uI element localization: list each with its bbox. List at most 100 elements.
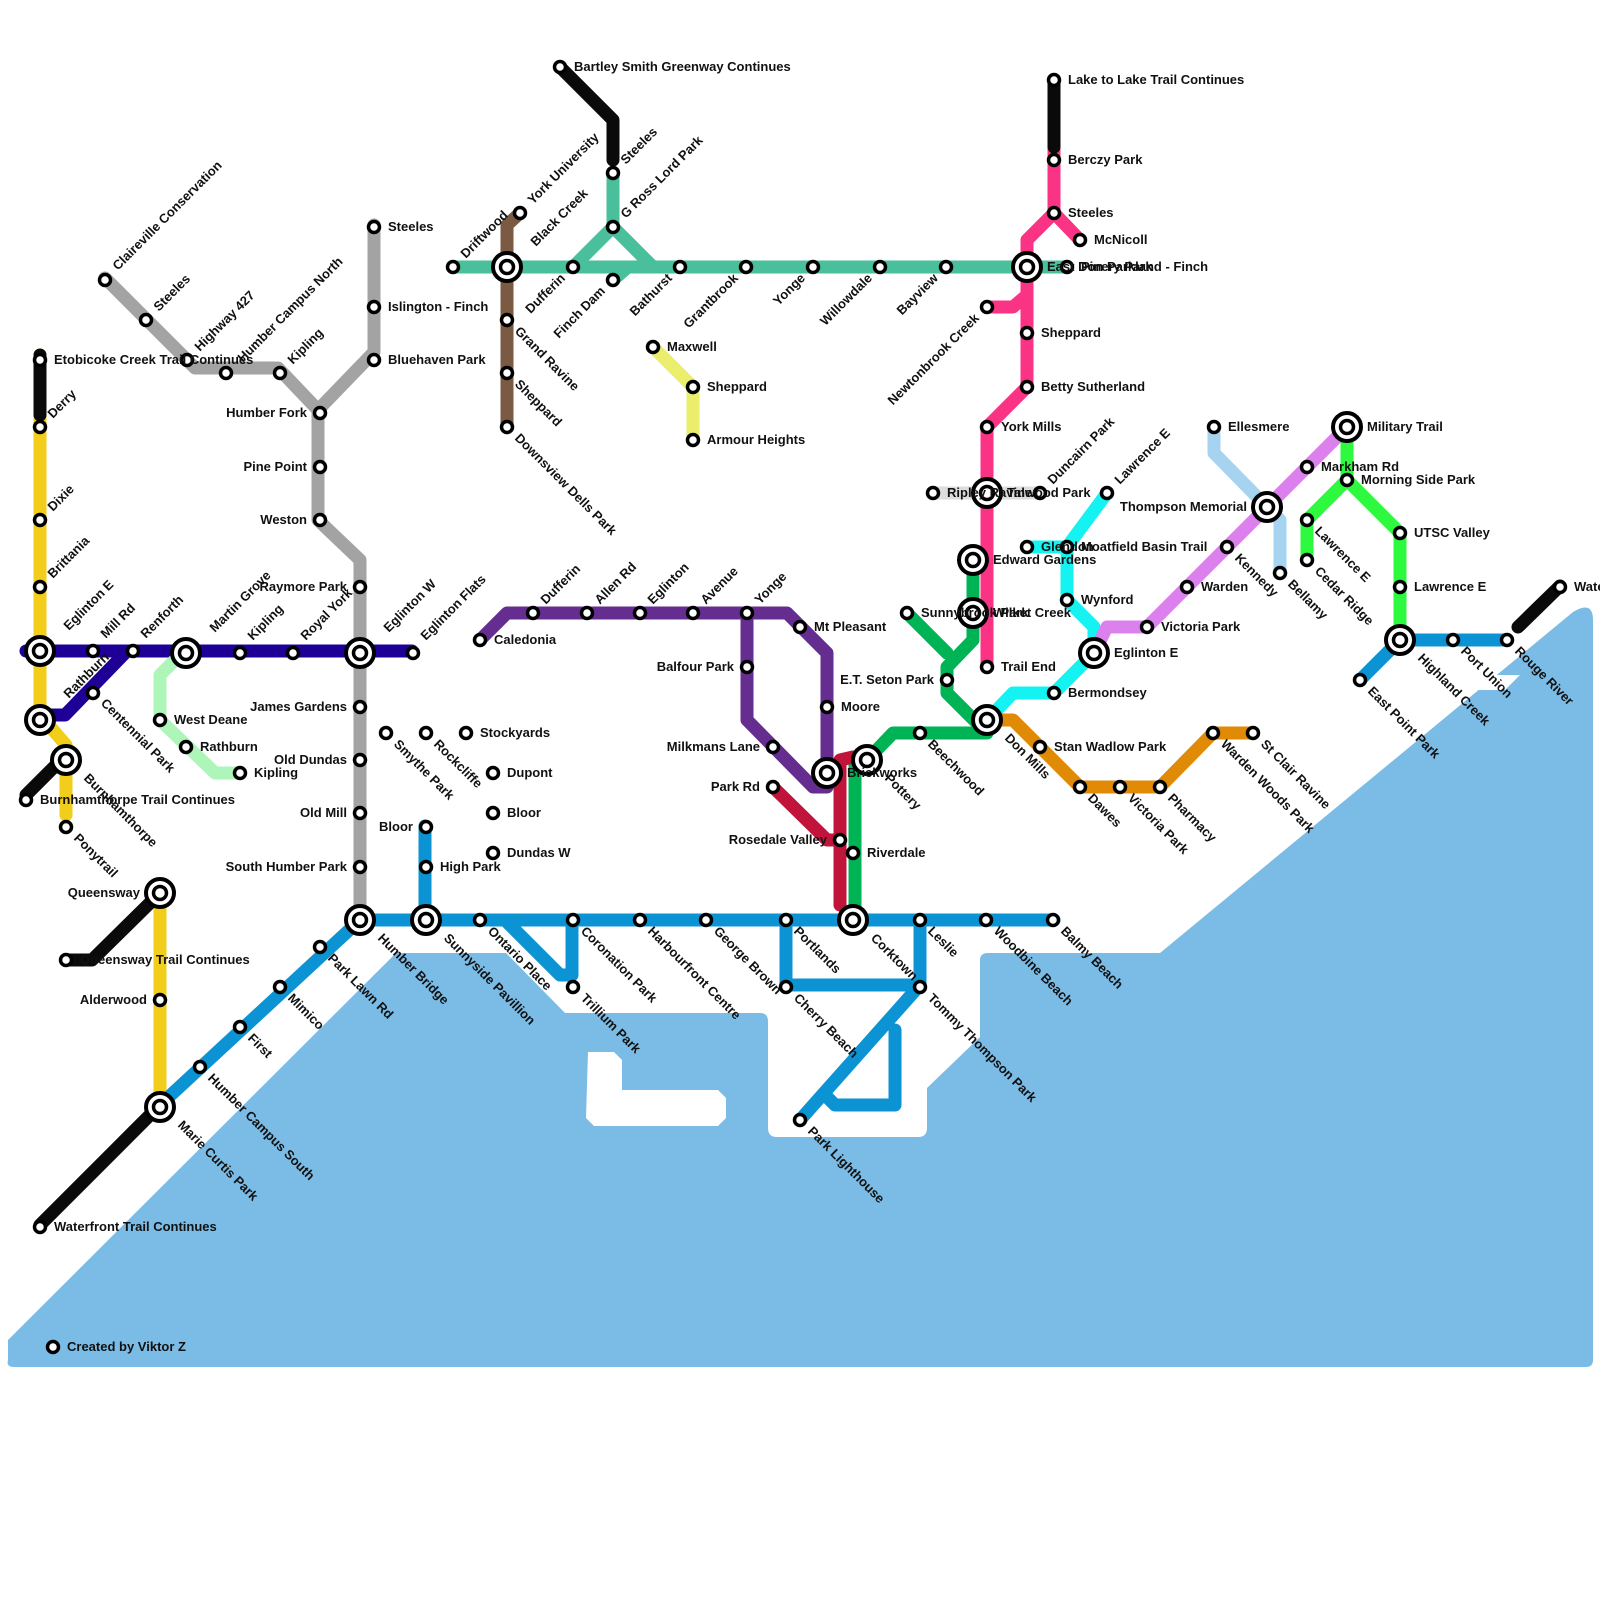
station-claireville-conservation[interactable] (97, 272, 113, 288)
station-cherry-beach[interactable] (778, 979, 794, 995)
station-e-t-seton-park[interactable] (939, 672, 955, 688)
station-betty-sutherland[interactable] (1019, 379, 1035, 395)
station-dot-icon[interactable] (605, 219, 621, 235)
station-dot-icon[interactable] (366, 352, 382, 368)
station-dot-icon[interactable] (312, 405, 328, 421)
station-st-clair-ravine[interactable] (1245, 725, 1261, 741)
station-dot-icon[interactable] (499, 419, 515, 435)
station-dot-icon[interactable] (472, 912, 488, 928)
station-dot-icon[interactable] (32, 579, 48, 595)
station-dot-icon[interactable] (792, 619, 808, 635)
station-mcnicoll[interactable] (1072, 232, 1088, 248)
station-humber-campus-south[interactable] (192, 1059, 208, 1075)
station-caledonia[interactable] (472, 632, 488, 648)
station-dot-icon[interactable] (85, 685, 101, 701)
station-dot-icon[interactable] (605, 272, 621, 288)
interchange-wilket-creek[interactable] (957, 597, 989, 629)
station-dot-icon[interactable] (819, 699, 835, 715)
station-lawrence-e[interactable] (1299, 512, 1315, 528)
station-kipling[interactable] (272, 365, 288, 381)
station-created-by-viktor-z[interactable] (45, 1339, 61, 1355)
station-dot-icon[interactable] (1032, 739, 1048, 755)
station-woodbine-beach[interactable] (978, 912, 994, 928)
station-dot-icon[interactable] (125, 643, 141, 659)
station-dot-icon[interactable] (352, 752, 368, 768)
station-dot-icon[interactable] (218, 365, 234, 381)
station-rathburn[interactable] (178, 739, 194, 755)
interchange-don-mills[interactable] (971, 704, 1003, 736)
station-dot-icon[interactable] (1019, 379, 1035, 395)
station-pine-point[interactable] (312, 459, 328, 475)
station-dot-icon[interactable] (485, 805, 501, 821)
station-dot-icon[interactable] (672, 259, 688, 275)
station-willowdale[interactable] (872, 259, 888, 275)
station-victoria-park[interactable] (1139, 619, 1155, 635)
interchange-humber-bridge[interactable] (344, 904, 376, 936)
station-mt-pleasant[interactable] (792, 619, 808, 635)
station-dot-icon[interactable] (97, 272, 113, 288)
station-warden[interactable] (1179, 579, 1195, 595)
interchange-eglinton-w[interactable] (344, 637, 376, 669)
station-maxwell[interactable] (645, 339, 661, 355)
station-leslie[interactable] (912, 912, 928, 928)
station-george-brown[interactable] (698, 912, 714, 928)
station-allen-rd[interactable] (579, 605, 595, 621)
station-kennedy[interactable] (1219, 539, 1235, 555)
station-bartley-smith-greenway-continues[interactable] (552, 59, 568, 75)
station-dot-icon[interactable] (85, 643, 101, 659)
interchange-edward-gardens[interactable] (957, 544, 989, 576)
interchange-eglinton-e[interactable] (1078, 637, 1110, 669)
station-dot-icon[interactable] (232, 645, 248, 661)
interchange-thompson-memorial[interactable] (1251, 491, 1283, 523)
station-sheppard[interactable] (685, 379, 701, 395)
station-east-point-park[interactable] (1352, 672, 1368, 688)
station-dot-icon[interactable] (525, 605, 541, 621)
station-royal-york[interactable] (285, 645, 301, 661)
station-dot-icon[interactable] (1046, 72, 1062, 88)
station-dot-icon[interactable] (179, 352, 195, 368)
station-pharmacy[interactable] (1152, 779, 1168, 795)
station-etobicoke-creek-trail-continues[interactable] (32, 352, 48, 368)
station-highway-427[interactable] (179, 352, 195, 368)
station-dot-icon[interactable] (232, 765, 248, 781)
station-dot-icon[interactable] (378, 725, 394, 741)
station-dot-icon[interactable] (1339, 472, 1355, 488)
station-dot-icon[interactable] (1099, 485, 1115, 501)
station-park-lighthouse[interactable] (792, 1112, 808, 1128)
station-humber-campus-north[interactable] (218, 365, 234, 381)
station-mill-rd[interactable] (85, 643, 101, 659)
station-finch-dam[interactable] (605, 272, 621, 288)
interchange-sunnyside-pavillion[interactable] (410, 904, 442, 936)
station-ponytrail[interactable] (58, 819, 74, 835)
station-dot-icon[interactable] (698, 912, 714, 928)
station-dot-icon[interactable] (312, 939, 328, 955)
station-dot-icon[interactable] (765, 739, 781, 755)
interchange-marie-curtis-park[interactable] (144, 1091, 176, 1123)
station-dot-icon[interactable] (1152, 779, 1168, 795)
station-dot-icon[interactable] (912, 725, 928, 741)
station-bluehaven-park[interactable] (366, 352, 382, 368)
station-dot-icon[interactable] (1139, 619, 1155, 635)
interchange-military-trail[interactable] (1331, 411, 1363, 443)
station-dot-icon[interactable] (58, 819, 74, 835)
station-bathurst[interactable] (672, 259, 688, 275)
station-dot-icon[interactable] (1392, 525, 1408, 541)
station-renforth[interactable] (125, 643, 141, 659)
station-dot-icon[interactable] (499, 365, 515, 381)
station-dot-icon[interactable] (978, 912, 994, 928)
station-dot-icon[interactable] (605, 165, 621, 181)
station-dot-icon[interactable] (912, 979, 928, 995)
station-balfour-park[interactable] (739, 659, 755, 675)
station-dot-icon[interactable] (352, 859, 368, 875)
station-markham-rd[interactable] (1299, 459, 1315, 475)
station-dot-icon[interactable] (1046, 685, 1062, 701)
station-dot-icon[interactable] (979, 419, 995, 435)
station-dot-icon[interactable] (178, 739, 194, 755)
station-dot-icon[interactable] (352, 699, 368, 715)
station-dot-icon[interactable] (1046, 152, 1062, 168)
station-sheppard[interactable] (1019, 325, 1035, 341)
station-dot-icon[interactable] (1392, 579, 1408, 595)
station-dot-icon[interactable] (979, 299, 995, 315)
station-park-lawn-rd[interactable] (312, 939, 328, 955)
station-dot-icon[interactable] (565, 979, 581, 995)
